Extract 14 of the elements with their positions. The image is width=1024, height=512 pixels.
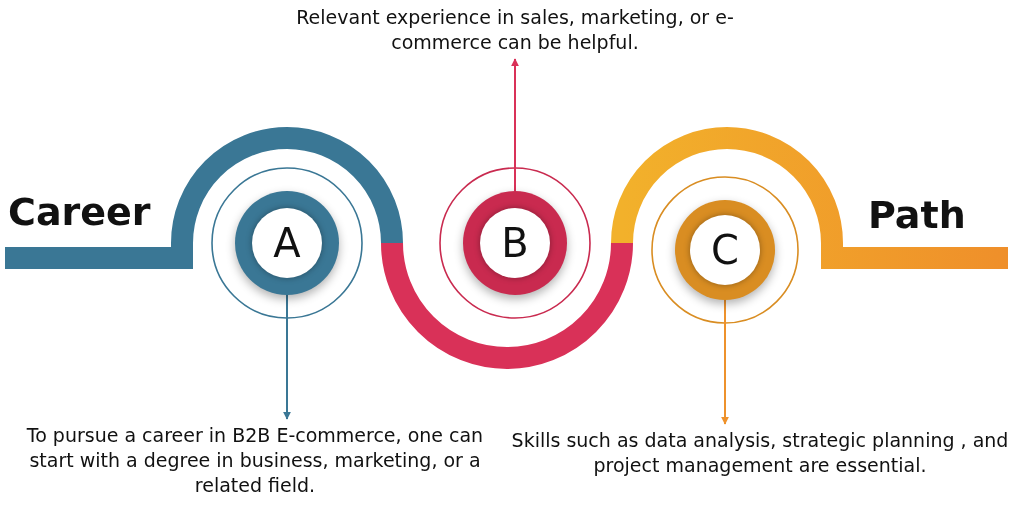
description-text: Relevant experience in sales, marketing, or e-commerce can be helpful.	[260, 5, 770, 55]
circle-letter: B	[480, 208, 550, 278]
letter-circle	[675, 200, 775, 300]
circle-letter: C	[690, 215, 760, 285]
description-text: To pursue a career in B2B E-commerce, one can start with a degree in business, marketing, or a related field.	[10, 423, 500, 498]
title-word: Path	[868, 193, 966, 237]
letter-circle	[235, 191, 339, 295]
letter-circle	[463, 191, 567, 295]
description-text: Skills such as data analysis, strategic planning , and project management are essential.	[498, 428, 1022, 478]
arrow	[721, 299, 729, 425]
arrow	[283, 294, 291, 420]
circle-letter: A	[252, 208, 322, 278]
arrow	[511, 58, 519, 192]
title-word: Career	[8, 190, 151, 234]
